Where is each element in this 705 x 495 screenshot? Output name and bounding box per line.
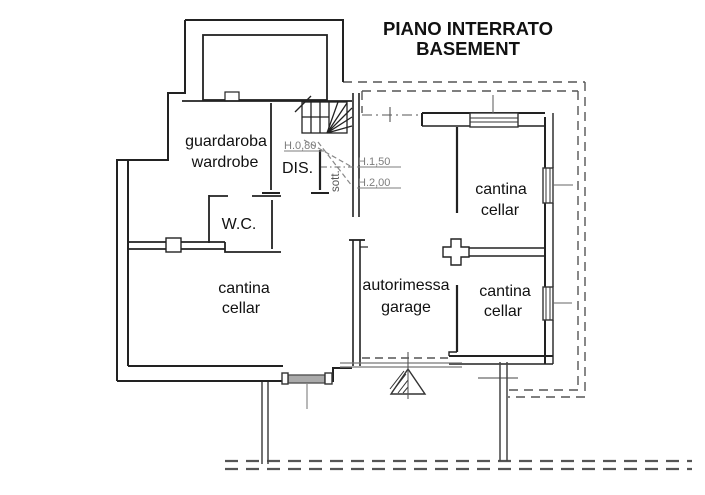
room-label-autorimessa: autorimessa [362,277,449,294]
site-retaining-lines [261,362,518,464]
garage-door-opening [340,357,462,368]
exterior-walls [116,19,554,382]
ramp-arrow-symbol [389,352,427,399]
height-label-h200: H.2,00 [358,177,390,189]
plan-title-italian: PIANO INTERRATO [383,18,553,39]
room-label-cantina-bottom-right: cantina [479,283,531,300]
stair-headroom-dashed-lines [303,139,353,187]
height-label-h150: H.1,50 [358,156,390,168]
interior-walls [128,93,553,366]
height-label-h080: H.0,80 [284,140,316,152]
room-label-cellar-bottom-right: cellar [484,303,523,320]
room-label-garage: garage [381,299,431,316]
lot-boundary-bottom-dashed [225,459,692,471]
room-label-cantina-left: cantina [218,280,270,297]
room-label-sott: sott. [330,170,342,192]
plan-title-english: BASEMENT [416,38,521,59]
stairs [294,95,353,134]
room-label-wardrobe: wardrobe [191,154,259,171]
room-label-cellar-top-right: cellar [481,202,520,219]
lot-boundary-dashed [343,81,586,398]
axis-dash-dot-line [362,107,422,122]
room-label-cellar-left: cellar [222,300,261,317]
room-label-dis: DIS. [282,160,313,177]
windows [281,95,573,409]
room-label-cantina-top-right: cantina [475,181,527,198]
room-label-wc: W.C. [222,216,257,233]
room-label-guardaroba: guardaroba [185,133,267,150]
height-label-underlines [284,150,401,189]
